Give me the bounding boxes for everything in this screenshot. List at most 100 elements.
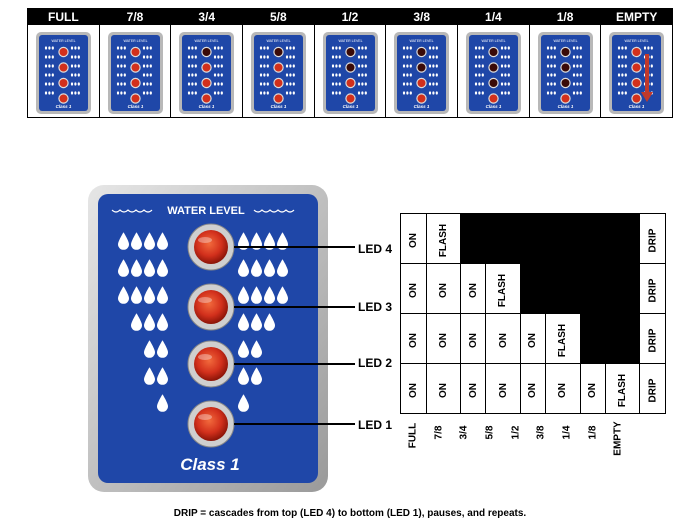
mini-led-icon <box>202 79 211 87</box>
state-value: ON <box>527 382 539 398</box>
axis-level-label: 1/8 <box>580 410 606 480</box>
state-value: ON <box>407 382 419 398</box>
mini-led-icon <box>202 94 211 103</box>
mini-led-icon <box>489 63 498 72</box>
level-heading: FULL <box>28 9 99 25</box>
state-cell: ON <box>459 363 487 414</box>
axis-label-text: EMPTY <box>612 421 624 456</box>
mini-led-icon <box>346 63 355 72</box>
state-cell: ON <box>459 263 487 314</box>
mini-led-icon <box>202 63 211 72</box>
state-value: ON <box>587 382 599 398</box>
mini-panel-title: WATER LEVEL <box>625 39 649 43</box>
mini-led-icon <box>131 79 140 87</box>
state-value: ON <box>527 332 539 348</box>
state-cell: ON <box>579 363 607 414</box>
state-cell: ON <box>425 313 461 364</box>
state-cell: ON <box>519 313 547 364</box>
mini-led-icon <box>59 79 68 87</box>
state-cell: DRIP <box>639 213 666 264</box>
level-heading: EMPTY <box>601 9 673 25</box>
axis-level-label: 1/4 <box>554 410 580 480</box>
state-cell <box>545 263 581 314</box>
level-heading: 5/8 <box>243 9 314 25</box>
down-arrow-icon <box>641 54 654 102</box>
mini-brand-logo: Class 1 <box>56 104 72 109</box>
mini-led-icon <box>632 48 641 56</box>
state-cell: ON <box>519 363 547 414</box>
state-value: FLASH <box>617 373 629 407</box>
state-cell: FLASH <box>485 263 521 314</box>
state-cell <box>579 213 607 264</box>
mini-led-icon <box>489 94 498 103</box>
state-value: FLASH <box>557 323 569 357</box>
state-cell: FLASH <box>545 313 581 364</box>
mini-led-icon <box>59 63 68 72</box>
led-3-label: LED 3 <box>358 300 393 314</box>
mini-led-icon <box>632 79 641 87</box>
level-cell: EMPTY WATER LEVEL Class 1 <box>601 9 673 117</box>
mini-led-icon <box>561 48 570 56</box>
mini-led-icon <box>274 63 283 72</box>
mini-led-icon <box>561 63 570 72</box>
led-2-icon <box>187 340 235 388</box>
state-cell <box>579 313 607 364</box>
mini-panel-title: WATER LEVEL <box>266 39 290 43</box>
state-value: ON <box>497 332 509 348</box>
state-value: ON <box>557 382 569 398</box>
axis-level-label: EMPTY <box>606 410 632 480</box>
led-group <box>187 223 235 448</box>
mini-panel-title: WATER LEVEL <box>553 39 577 43</box>
state-cell: DRIP <box>639 313 666 364</box>
mini-brand-logo: Class 1 <box>199 104 215 109</box>
mini-panel-title: WATER LEVEL <box>410 39 434 43</box>
mini-brand-logo: Class 1 <box>127 104 143 109</box>
mini-brand-logo: Class 1 <box>629 104 645 109</box>
mini-led-icon <box>131 48 140 56</box>
axis-label-text: 1/8 <box>587 425 599 440</box>
led-4-icon <box>187 223 235 271</box>
state-value: DRIP <box>647 378 659 402</box>
mini-led-icon <box>131 94 140 103</box>
water-level-panel: WATER LEVEL Class 1 <box>88 185 355 492</box>
state-cell: ON <box>459 313 487 364</box>
axis-label-text: 5/8 <box>484 425 496 440</box>
mini-panel-title: WATER LEVEL <box>51 39 75 43</box>
wave-left-icon <box>111 209 153 213</box>
led-3-icon <box>187 283 235 331</box>
mini-led-icon <box>346 48 355 56</box>
state-value: DRIP <box>647 328 659 352</box>
state-cell: ON <box>400 363 427 414</box>
wave-right-icon <box>253 209 295 213</box>
mini-panel-title: WATER LEVEL <box>195 39 219 43</box>
state-cell: DRIP <box>639 263 666 314</box>
axis-label-text: 1/2 <box>510 425 522 440</box>
state-value: FLASH <box>497 273 509 307</box>
state-cell: FLASH <box>425 213 461 264</box>
mini-led-icon <box>632 63 641 72</box>
mini-panel: WATER LEVEL Class 1 <box>36 32 91 114</box>
mini-led-icon <box>417 63 426 72</box>
state-cell: ON <box>545 363 581 414</box>
state-cell: DRIP <box>639 363 666 414</box>
led-4-label: LED 4 <box>358 242 393 256</box>
led-1-icon <box>187 400 235 448</box>
level-heading: 1/2 <box>314 9 386 25</box>
mini-brand-logo: Class 1 <box>486 104 502 109</box>
mini-led-icon <box>417 94 426 103</box>
led-1-label: LED 1 <box>358 418 393 432</box>
mini-led-icon <box>417 48 426 56</box>
mini-led-icon <box>346 79 355 87</box>
brand-logo: Class 1 <box>180 455 240 474</box>
state-cell <box>605 313 641 364</box>
mini-led-icon <box>489 48 498 56</box>
